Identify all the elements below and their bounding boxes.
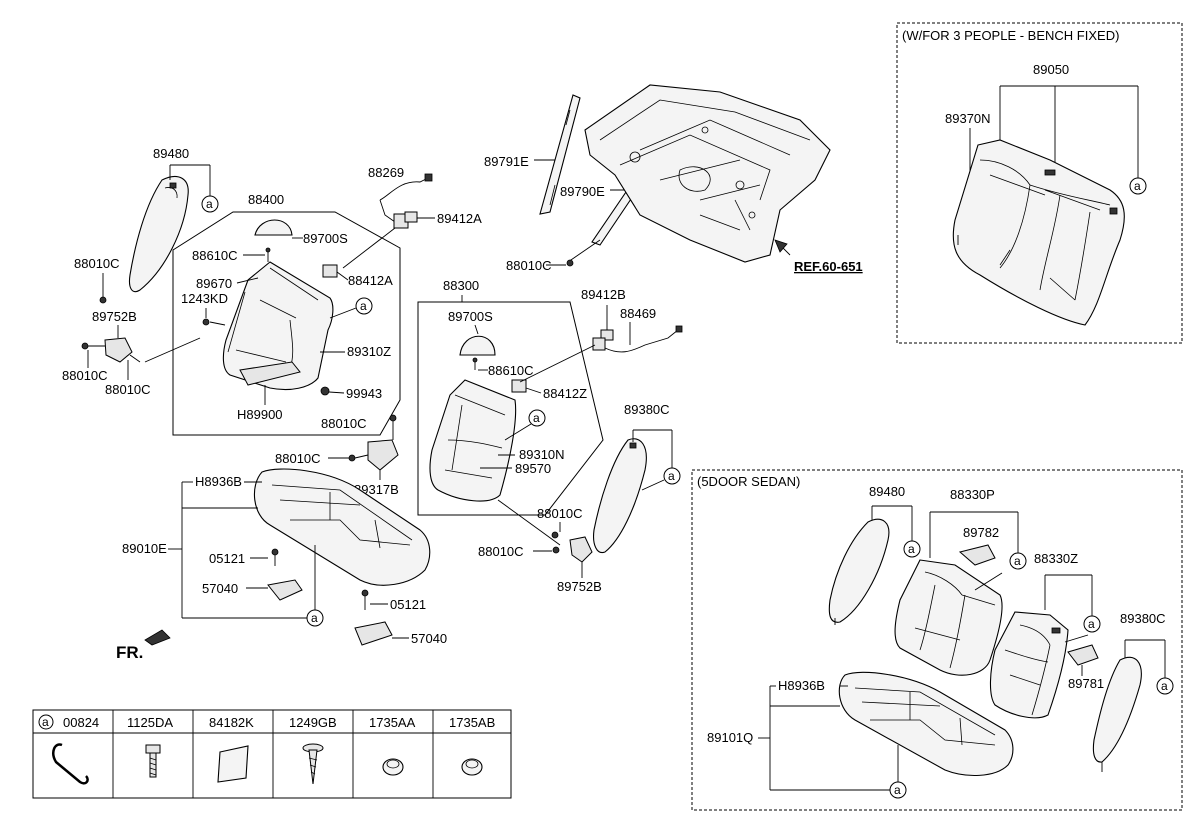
part-label: 89781 [1068,676,1104,691]
part-label: 89782 [963,525,999,540]
part-label: 88412Z [543,386,587,401]
part-label: 88010C [62,368,108,383]
legend-header: 84182K [209,715,254,730]
part-label: 88269 [368,165,404,180]
part-label: 88412A [348,273,393,288]
callout-a: a [1161,679,1168,693]
seat-cushion-left: H8936B 89010E a 05121 57040 05121 57040 … [116,468,447,662]
bench-fixed-inset: (W/FOR 3 PEOPLE - BENCH FIXED) 89050 a 8… [896,22,1183,344]
part-label: 88610C [488,363,534,378]
part-label: H8936B [195,474,242,489]
part-label: 88010C [321,416,367,431]
harness-upper: 88269 89412A [342,165,482,269]
inset-title: (W/FOR 3 PEOPLE - BENCH FIXED) [902,28,1119,43]
floor-panel: 89791E 89790E 88010C REF.60-651 [484,84,863,274]
grommet-icon [382,758,404,776]
part-label: 88300 [443,278,479,293]
callout-a: a [360,299,367,313]
part-label: 89791E [484,154,529,169]
legend-header: 00824 [63,715,99,730]
part-label: H8936B [778,678,825,693]
part-label: 89370N [945,111,991,126]
part-label: 57040 [202,581,238,596]
part-label: 99943 [346,386,382,401]
legend-callout-a: a [42,715,49,729]
left-side-bolster: a 89480 88010C 89752B 88010C 88010C [62,146,219,397]
part-label: 88400 [248,192,284,207]
part-label: 89050 [1033,62,1069,77]
part-label: 88330Z [1034,551,1078,566]
fastener-legend-table: a 00824 1125DA 84182K 1249GB 1735AA 1735… [32,709,512,799]
callout-a: a [1014,554,1021,568]
part-label: 88010C [537,506,583,521]
callout-a: a [908,542,915,556]
part-label: 89570 [515,461,551,476]
ref-link[interactable]: REF.60-651 [794,259,863,274]
part-label: 89010E [122,541,167,556]
part-label: 88010C [105,382,151,397]
legend-header: 1735AB [449,715,495,730]
callout-a: a [668,469,675,483]
part-label: 89752B [92,309,137,324]
part-label: 89412A [437,211,482,226]
part-label: 88010C [74,256,120,271]
part-label: 88330P [950,487,995,502]
grommet-icon [461,758,483,776]
part-label: 89670 [196,276,232,291]
part-label: 88010C [478,544,524,559]
callout-a: a [1088,617,1095,631]
part-label: 89700S [303,231,348,246]
hook-icon [52,743,89,785]
center-right-bolster: 89380C a [593,402,681,554]
bracket-89317b: 88010C 88010C 89317B [275,414,399,497]
callout-a: a [894,783,901,797]
part-label: 89310N [519,447,565,462]
legend-header: 1249GB [289,715,337,730]
pad-icon [217,745,249,783]
legend-header: 1125DA [127,715,173,730]
part-label: 05121 [390,597,426,612]
screw-icon [302,743,324,785]
center-seatback-assembly: 88300 89700S 88610C 88412Z a 89310N 8957… [417,278,683,594]
legend-header: 1735AA [369,715,416,730]
part-label: 89412B [581,287,626,302]
part-label: 89480 [869,484,905,499]
callout-a: a [206,197,213,211]
part-label: 89380C [1120,611,1166,626]
callout-a: a [311,611,318,625]
callout-a: a [533,411,540,425]
bolt-icon [145,744,161,778]
part-label: 88610C [192,248,238,263]
part-label: 05121 [209,551,245,566]
part-label: 89310Z [347,344,391,359]
part-label: 89101Q [707,730,753,745]
part-label: 89380C [624,402,670,417]
part-label: 57040 [411,631,447,646]
part-label: 1243KD [181,291,228,306]
front-indicator: FR. [116,643,143,662]
part-label: 89700S [448,309,493,324]
part-label: 89790E [560,184,605,199]
part-label: 88010C [506,258,552,273]
part-label: 88010C [275,451,321,466]
callout-a: a [1134,179,1141,193]
part-label: 89752B [557,579,602,594]
part-label: H89900 [237,407,283,422]
left-seatback-assembly: 88400 89700S 88610C 89670 1243KD 88412A … [172,192,401,436]
part-label: 89480 [153,146,189,161]
part-label: 88469 [620,306,656,321]
sedan-inset: (5DOOR SEDAN) 89480 a 88330P a 89782 883… [691,469,1183,811]
inset-title: (5DOOR SEDAN) [697,474,800,489]
